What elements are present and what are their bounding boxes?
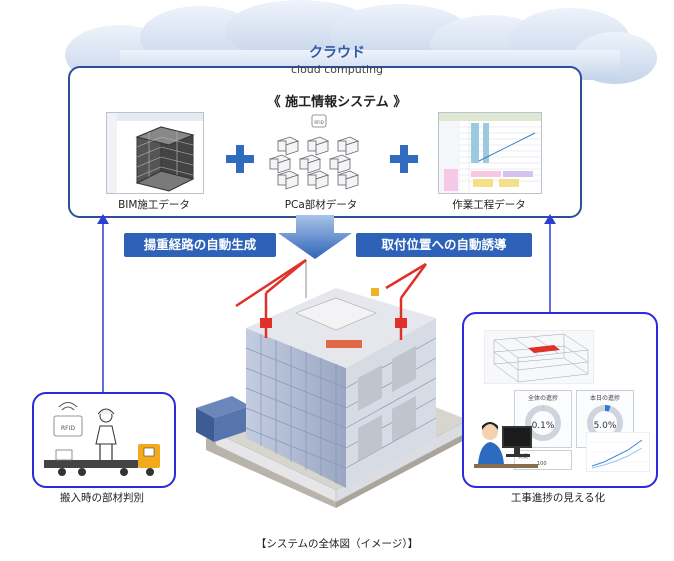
work-schedule-image: [438, 112, 542, 194]
pca-members-image: RFID: [268, 113, 368, 195]
schedule-data-label: 作業工程データ: [452, 199, 526, 211]
up-arrow-left: [97, 214, 109, 392]
cloud-title: クラウド: [309, 45, 365, 61]
plus-icon: [226, 145, 254, 173]
office-worker-image: [474, 422, 538, 468]
auto-guidance-banner: 取付位置への自動誘導: [356, 233, 532, 257]
daily-progress-title: 本日の進捗: [589, 395, 620, 402]
overall-progress-value: 0.1%: [531, 421, 555, 431]
bim-data-label: BIM施工データ: [118, 199, 190, 211]
rfid-card-text: RFID: [61, 425, 75, 432]
construction-site-image: [196, 258, 476, 508]
plus-icon: [390, 145, 418, 173]
auto-lift-route-banner: 揚重経路の自動生成: [124, 233, 276, 257]
progress-visualization-label: 工事進捗の見える化: [510, 492, 606, 504]
delivery-truck-image: RFID: [44, 402, 160, 476]
incoming-parts-bubble: RFID: [32, 392, 176, 488]
progress-trend-chart: [586, 432, 650, 472]
down-arrow: [278, 215, 352, 259]
pca-data-label: PCa部材データ: [284, 199, 358, 211]
progress-table-value: 100: [537, 461, 547, 467]
overall-progress-ring: [525, 405, 561, 441]
rfid-tag-text: RFID: [314, 120, 323, 125]
incoming-parts-label: 搬入時の部材判別: [60, 492, 144, 504]
progress-visualization-bubble: 全体の進捗 0.1% 本日の進捗 5.0% 実績 100: [462, 312, 658, 488]
bim-model-image: [106, 112, 204, 194]
cloud-subtitle: cloud computing: [290, 63, 384, 76]
overall-progress-title: 全体の進捗: [527, 395, 558, 402]
building-grid-image: [484, 330, 594, 384]
figure-caption: 【システムの全体図（イメージ）】: [255, 538, 419, 550]
system-title: 《 施工情報システム 》: [267, 95, 407, 110]
daily-progress-value: 5.0%: [593, 421, 617, 431]
up-arrow-right: [544, 214, 556, 312]
